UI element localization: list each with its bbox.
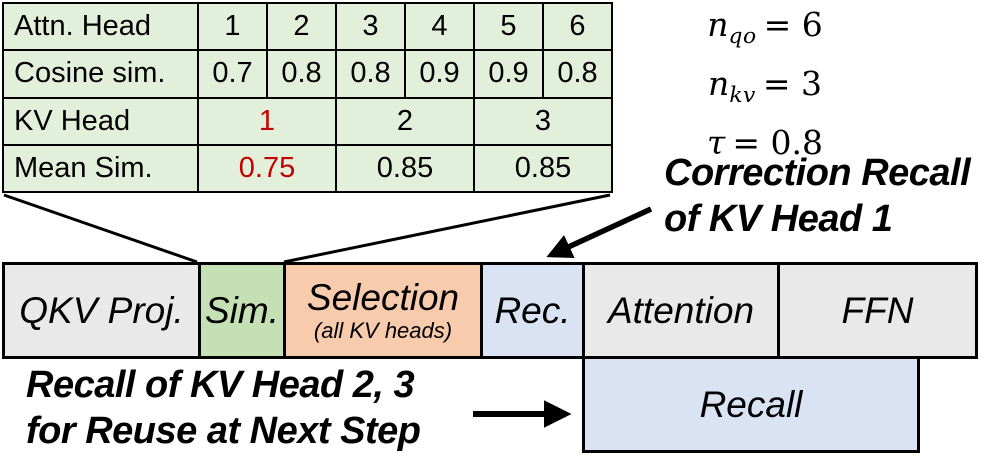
table-row-mean-sim: Mean Sim. 0.75 0.85 0.85: [2, 143, 613, 194]
callout-line-right: [283, 193, 611, 264]
parameter-list: nqo= 6 nkv= 3 τ= 0.8: [640, 1, 890, 178]
callout-line-left: [3, 193, 198, 264]
correction-arrow: [546, 206, 653, 259]
segment-rec: Rec.: [480, 262, 585, 359]
table-row-kv-head: KV Head 1 2 3: [2, 96, 613, 146]
table-cell: 2: [335, 96, 475, 146]
row-label: KV Head: [2, 96, 199, 146]
table-cell: 0.8: [335, 49, 406, 99]
recall-reuse-annotation: Recall of KV Head 2, 3 for Reuse at Next…: [26, 364, 421, 452]
table-cell: 2: [266, 1, 337, 52]
table-cell: 4: [404, 1, 475, 52]
table-cell: 0.9: [473, 49, 544, 99]
table-cell: 1: [197, 1, 268, 52]
param-nkv: nkv= 3: [708, 64, 822, 108]
table-cell: 0.85: [473, 143, 613, 194]
table-row-attn-head: Attn. Head 1 2 3 4 5 6: [2, 1, 613, 52]
table-cell: 0.85: [335, 143, 475, 194]
row-label: Mean Sim.: [2, 143, 199, 194]
table-cell: 3: [335, 1, 406, 52]
table-cell: 0.9: [404, 49, 475, 99]
correction-recall-annotation: Correction Recall of KV Head 1: [664, 152, 971, 240]
table-cell: 0.75: [197, 143, 337, 194]
row-label: Attn. Head: [2, 1, 199, 52]
table-cell: 5: [473, 1, 544, 52]
table-cell: 3: [473, 96, 613, 146]
table-cell: 0.8: [542, 49, 613, 99]
segment-selection-sublabel: (all KV heads): [313, 317, 453, 343]
table-cell: 6: [542, 1, 613, 52]
segment-attention: Attention: [582, 262, 780, 359]
table-cell: 1: [197, 96, 337, 146]
table-cell: 0.8: [266, 49, 337, 99]
table-cell: 0.7: [197, 49, 268, 99]
segment-selection: Selection (all KV heads): [283, 262, 483, 359]
table-row-cosine-sim: Cosine sim. 0.7 0.8 0.8 0.9 0.9 0.8: [2, 49, 613, 99]
segment-qkv-proj: QKV Proj.: [2, 262, 201, 359]
recall-box: Recall: [582, 356, 920, 453]
row-label: Cosine sim.: [2, 49, 199, 99]
param-tau: τ= 0.8: [707, 123, 823, 162]
param-nqo: nqo= 6: [707, 5, 823, 49]
similarity-table: Attn. Head 1 2 3 4 5 6 Cosine sim. 0.7 0…: [2, 1, 613, 194]
segment-sim: Sim.: [198, 262, 286, 359]
segment-ffn: FFN: [777, 262, 978, 359]
